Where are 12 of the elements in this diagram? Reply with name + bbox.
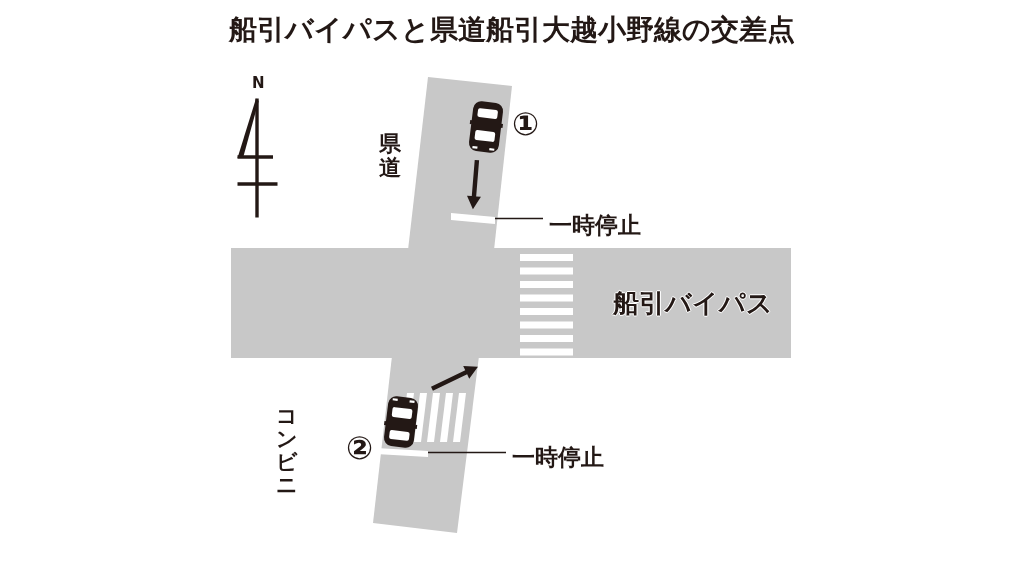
leader-line bbox=[427, 451, 507, 454]
place-label: コンビニ bbox=[276, 405, 297, 498]
stop-line bbox=[451, 213, 495, 224]
callout-label: 一時停止 bbox=[543, 211, 641, 239]
road-label: 県道 bbox=[379, 132, 401, 181]
title: 船引バイパスと県道船引大越小野線の交差点 bbox=[229, 12, 795, 48]
road-name: 船引バイパス bbox=[613, 287, 773, 320]
callout-number: ② bbox=[346, 430, 374, 467]
callout-number: ① bbox=[512, 106, 540, 143]
callout-label: 一時停止 bbox=[506, 443, 604, 471]
leader-line bbox=[494, 217, 544, 220]
north-label: N bbox=[252, 75, 265, 93]
